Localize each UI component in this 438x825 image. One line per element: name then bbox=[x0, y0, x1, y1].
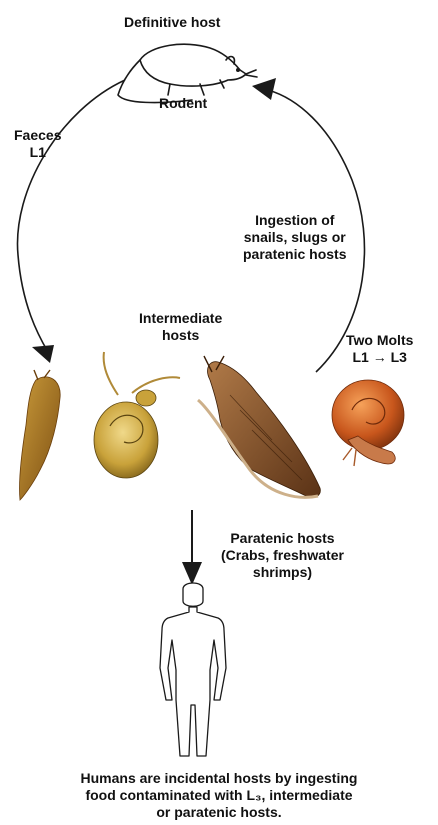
faeces-arrowhead bbox=[32, 345, 54, 363]
human-figure-icon bbox=[160, 583, 226, 756]
human-caption: Humans are incidental hosts by ingesting… bbox=[0, 770, 438, 821]
two-molts-label: Two Molts L1 → L3 bbox=[346, 332, 413, 366]
paratenic-hosts-label: Paratenic hosts (Crabs, freshwater shrim… bbox=[221, 530, 344, 581]
paratenic-line-1: Paratenic hosts bbox=[221, 530, 344, 547]
semi-slug-snail-image bbox=[332, 380, 404, 466]
giant-african-land-snail-image bbox=[198, 356, 320, 498]
intermediate-line-2: hosts bbox=[139, 327, 222, 344]
ingestion-line-3: paratenic hosts bbox=[243, 246, 346, 263]
two-molts-text: Two Molts bbox=[346, 332, 413, 349]
caption-line-3: or paratenic hosts. bbox=[0, 804, 438, 821]
ingestion-arrowhead bbox=[252, 78, 276, 100]
rodent-icon bbox=[118, 44, 257, 102]
faeces-arrow bbox=[17, 80, 125, 352]
paratenic-line-2: (Crabs, freshwater bbox=[221, 547, 344, 564]
slug-image bbox=[19, 370, 60, 500]
ingestion-label: Ingestion of snails, slugs or paratenic … bbox=[243, 212, 346, 263]
apple-snail-image bbox=[94, 352, 180, 478]
caption-line-1: Humans are incidental hosts by ingesting bbox=[0, 770, 438, 787]
two-molts-stages: L1 → L3 bbox=[346, 349, 413, 366]
definitive-host-label: Definitive host bbox=[124, 14, 220, 31]
down-arrowhead bbox=[182, 562, 202, 585]
paratenic-line-3: shrimps) bbox=[221, 564, 344, 581]
intermediate-line-1: Intermediate bbox=[139, 310, 222, 327]
faeces-stage: L1 bbox=[14, 144, 61, 161]
rodent-label: Rodent bbox=[159, 95, 207, 112]
ingestion-line-1: Ingestion of bbox=[243, 212, 346, 229]
intermediate-hosts-label: Intermediate hosts bbox=[139, 310, 222, 344]
ingestion-line-2: snails, slugs or bbox=[243, 229, 346, 246]
faeces-text: Faeces bbox=[14, 127, 61, 144]
caption-line-2: food contaminated with L₃, intermediate bbox=[0, 787, 438, 804]
faeces-label: Faeces L1 bbox=[14, 127, 61, 161]
